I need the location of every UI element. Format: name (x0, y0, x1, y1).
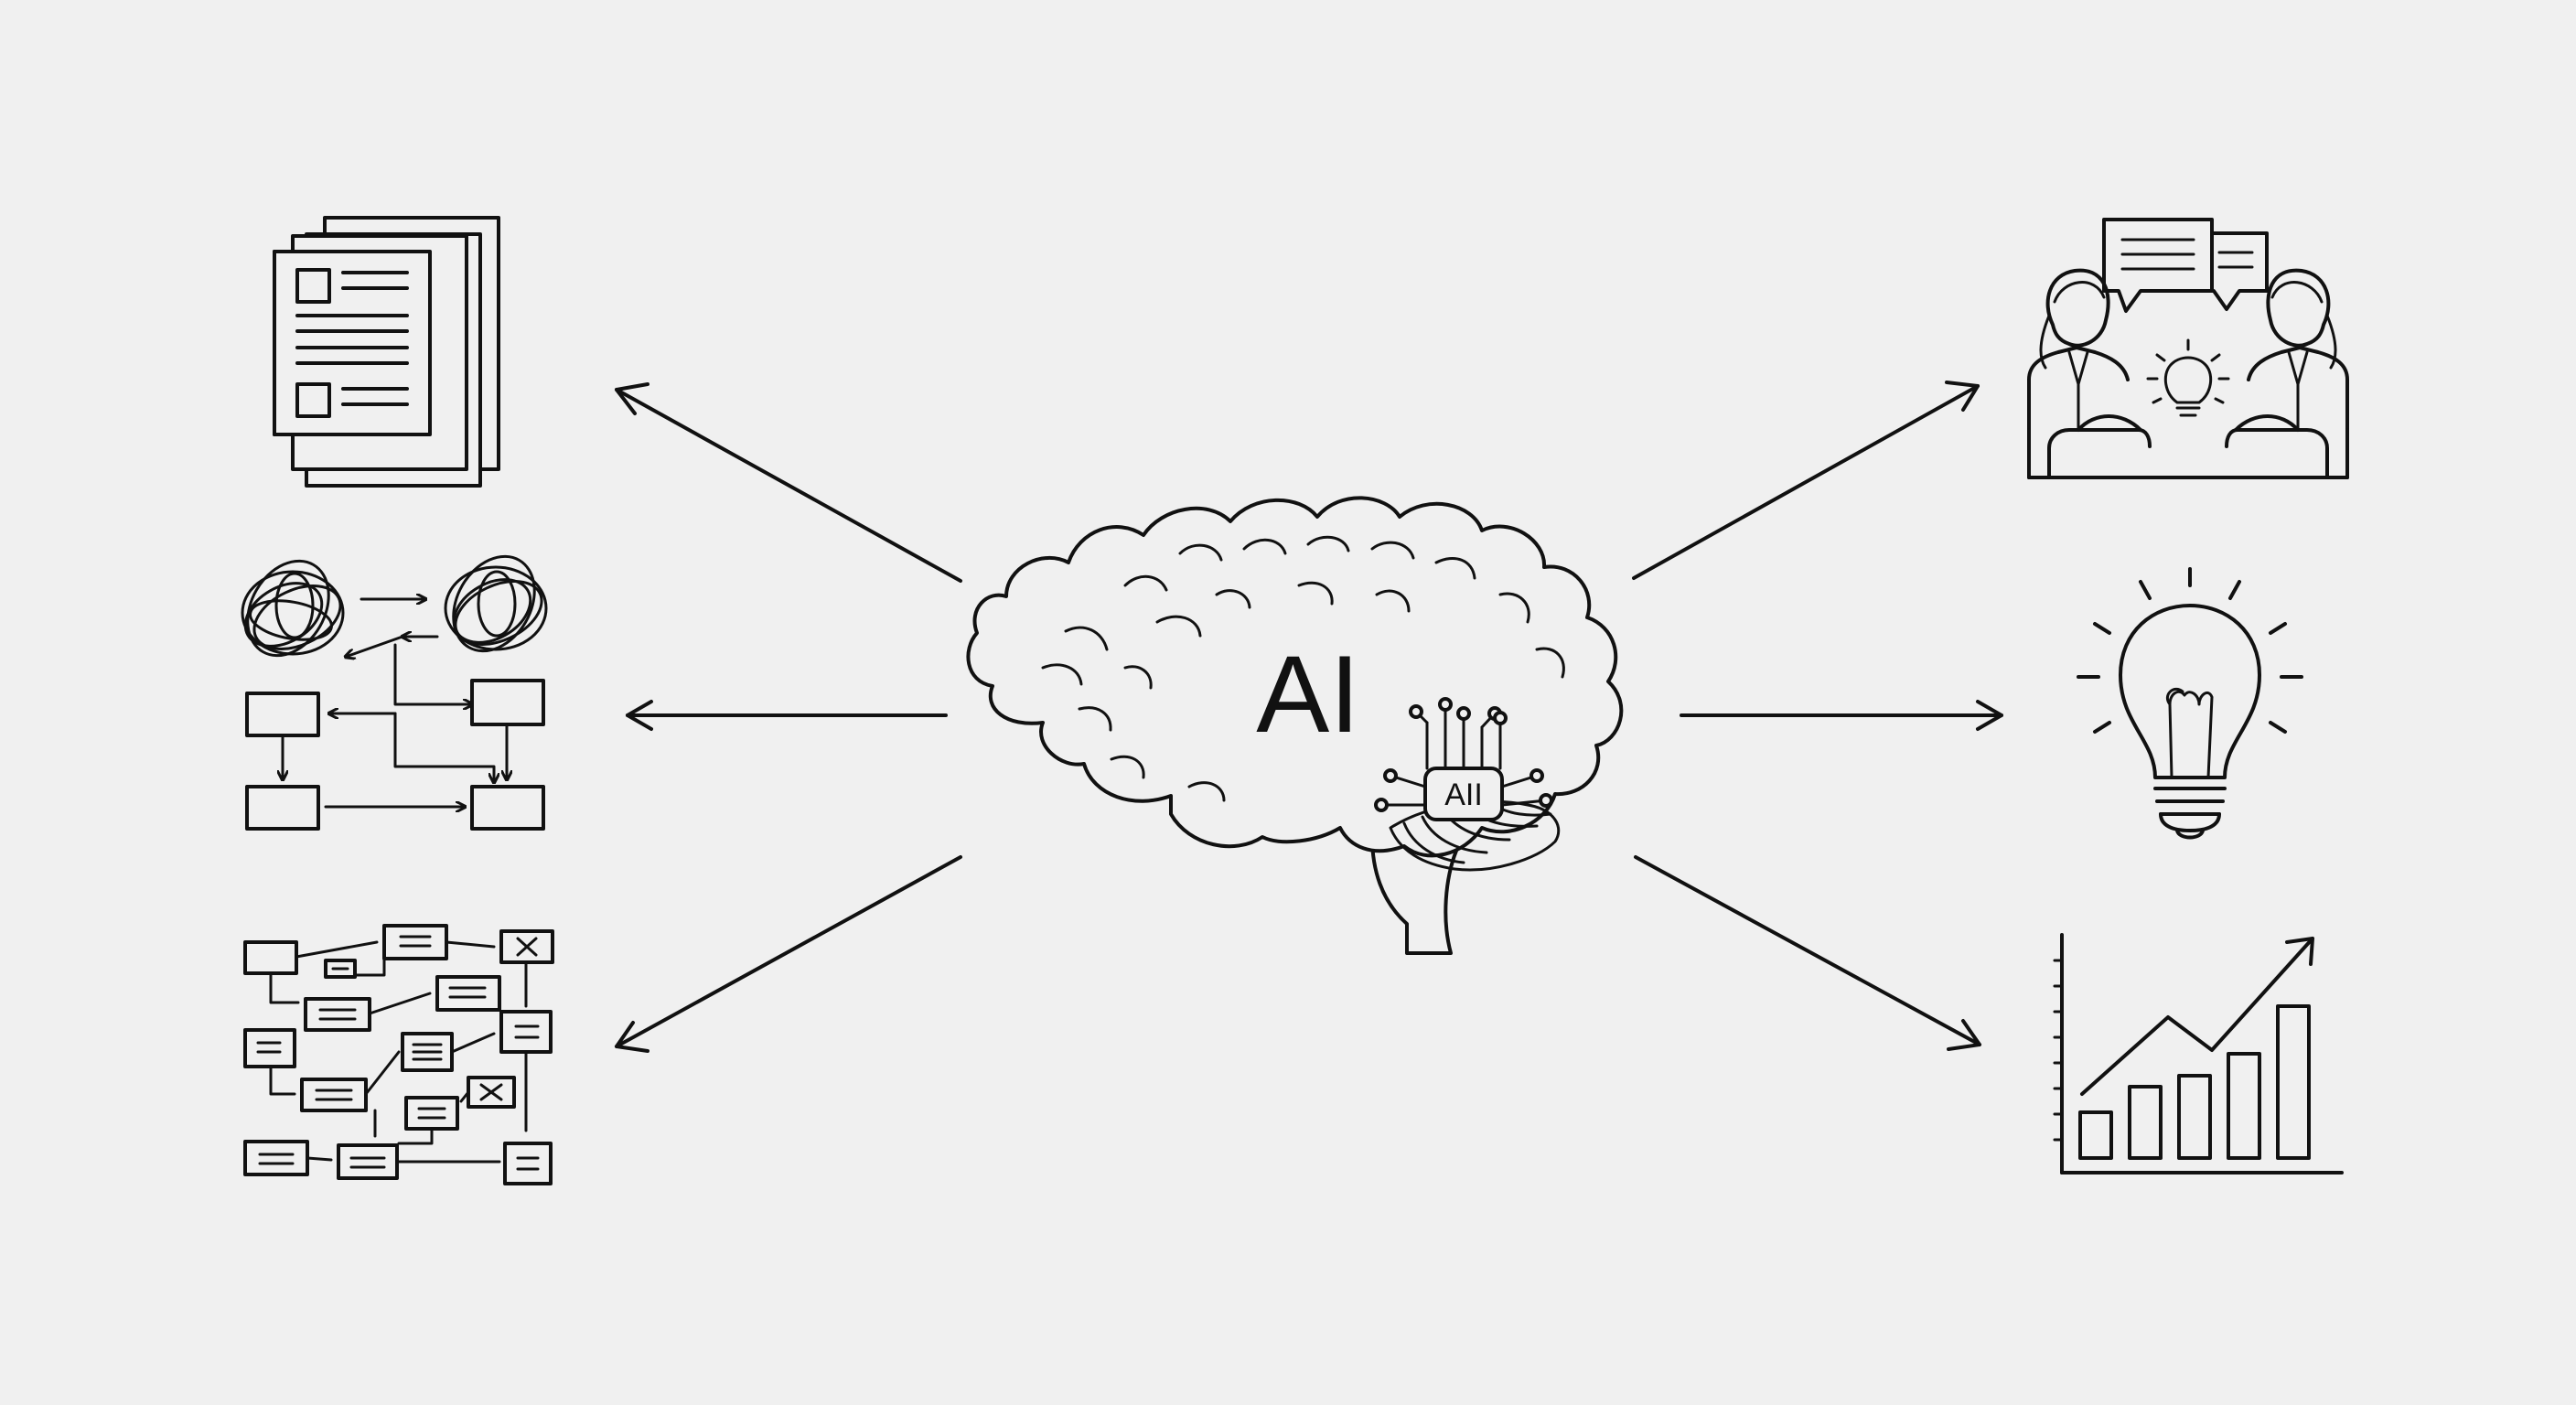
ai-main-label: AI (1256, 633, 1359, 756)
ai-chip-icon (1374, 697, 1553, 821)
tangle-scribble-icon (241, 559, 345, 658)
arrows (615, 381, 2003, 1053)
ai-chip-label: AII (1444, 778, 1483, 812)
documents-stack-icon (273, 216, 500, 488)
tangle-scribble-icon (444, 554, 548, 653)
arrow-to-growth (1634, 855, 1981, 1051)
people-collaboration-icon (2027, 218, 2349, 479)
lightbulb-idea-icon (2077, 567, 2303, 840)
ai-brain-icon (966, 496, 1624, 955)
arrow-to-documents (615, 382, 962, 583)
complex-flowchart-network-icon (243, 924, 554, 1185)
arrow-to-collaboration (1632, 381, 1980, 580)
arrow-to-network (615, 855, 962, 1053)
arrow-to-process (626, 700, 948, 731)
messy-to-ordered-flowchart-icon (241, 554, 548, 831)
arrow-to-idea (1680, 700, 2003, 731)
growth-bar-chart-icon (2053, 933, 2344, 1174)
